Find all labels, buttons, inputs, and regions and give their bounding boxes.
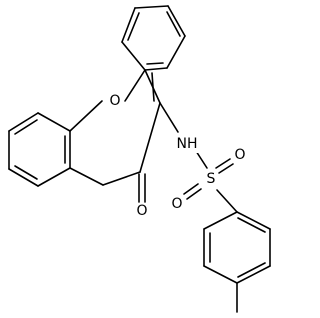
atom-sulfonyl-oxygen-top: O [232, 147, 248, 163]
atom-ring-oxygen: O [107, 93, 123, 109]
carbonyl-bond [138, 173, 146, 203]
atom-sulfur: S [203, 171, 219, 187]
molecule-svg: O NH O S O O [8, 5, 271, 313]
benzo-ring [8, 112, 71, 187]
structure-diagram: O NH O S O O [8, 5, 271, 313]
svg-text:O: O [109, 93, 120, 109]
atom-carbonyl-oxygen: O [134, 203, 150, 219]
pyranone-ring [69, 69, 161, 186]
svg-text:S: S [207, 171, 216, 187]
tolyl-ring [203, 211, 271, 284]
svg-text:NH: NH [177, 136, 198, 152]
sulfonamide-bonds [159, 102, 238, 213]
atom-nitrogen: NH [174, 135, 200, 153]
svg-text:O: O [234, 147, 245, 163]
svg-text:O: O [136, 203, 147, 219]
phenyl-ring [121, 5, 186, 71]
atom-sulfonyl-oxygen-bottom: O [169, 196, 185, 212]
svg-text:O: O [171, 196, 182, 212]
